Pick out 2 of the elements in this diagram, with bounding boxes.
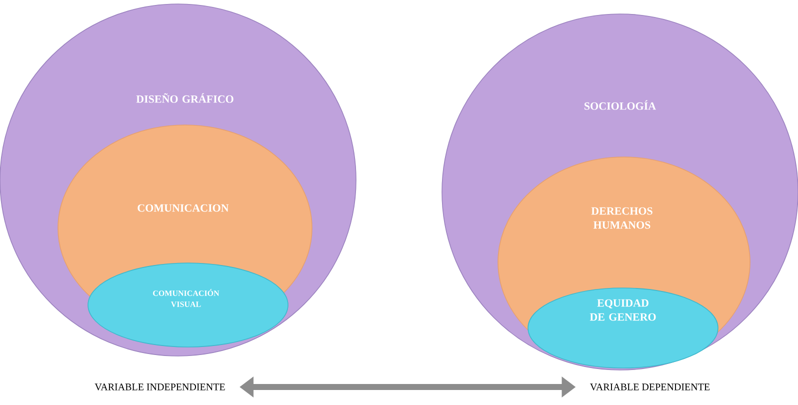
text-label: VARIABLE DEPENDIENTE [590, 384, 710, 390]
text-label: VARIABLE INDEPENDIENTE [94, 384, 225, 390]
